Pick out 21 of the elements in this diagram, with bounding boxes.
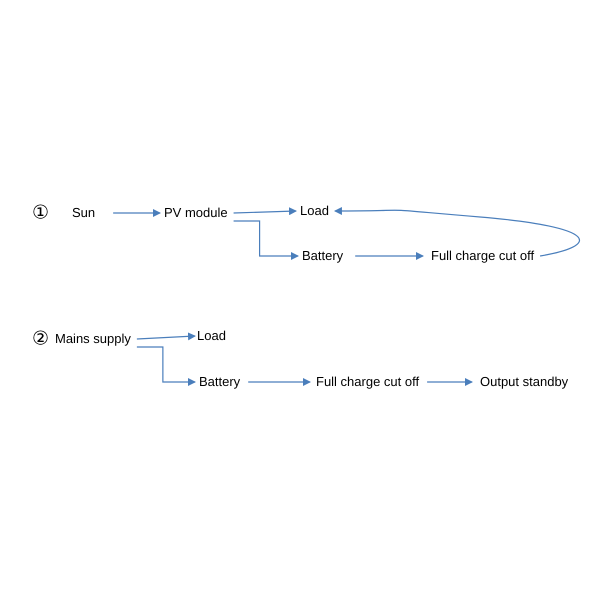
- flow-step-text: Load: [197, 328, 226, 344]
- flow-step-text: Full charge cut off: [431, 248, 534, 264]
- flow-step-text: Mains supply: [55, 330, 131, 348]
- step-number: ①: [32, 204, 50, 222]
- arrow: [136, 346, 196, 386]
- flow-step-text: Sun: [72, 204, 96, 222]
- arrow: [427, 378, 473, 386]
- arrow: [248, 378, 311, 386]
- flow-step-text: Full charge cut off: [316, 374, 420, 390]
- arrow: [136, 332, 196, 340]
- arrow: [355, 252, 424, 260]
- flow-step-text: Battery: [302, 248, 344, 264]
- flow-step-text: Output standby: [480, 374, 568, 390]
- arrow: [234, 220, 299, 260]
- flow-step-text: PV module: [164, 204, 228, 222]
- arrow: [334, 206, 580, 257]
- arrow: [113, 209, 161, 217]
- flow-step-text: Battery: [199, 374, 240, 390]
- arrow: [234, 207, 297, 216]
- step-number: ②: [32, 330, 50, 348]
- flow-step-text: Load: [300, 202, 329, 220]
